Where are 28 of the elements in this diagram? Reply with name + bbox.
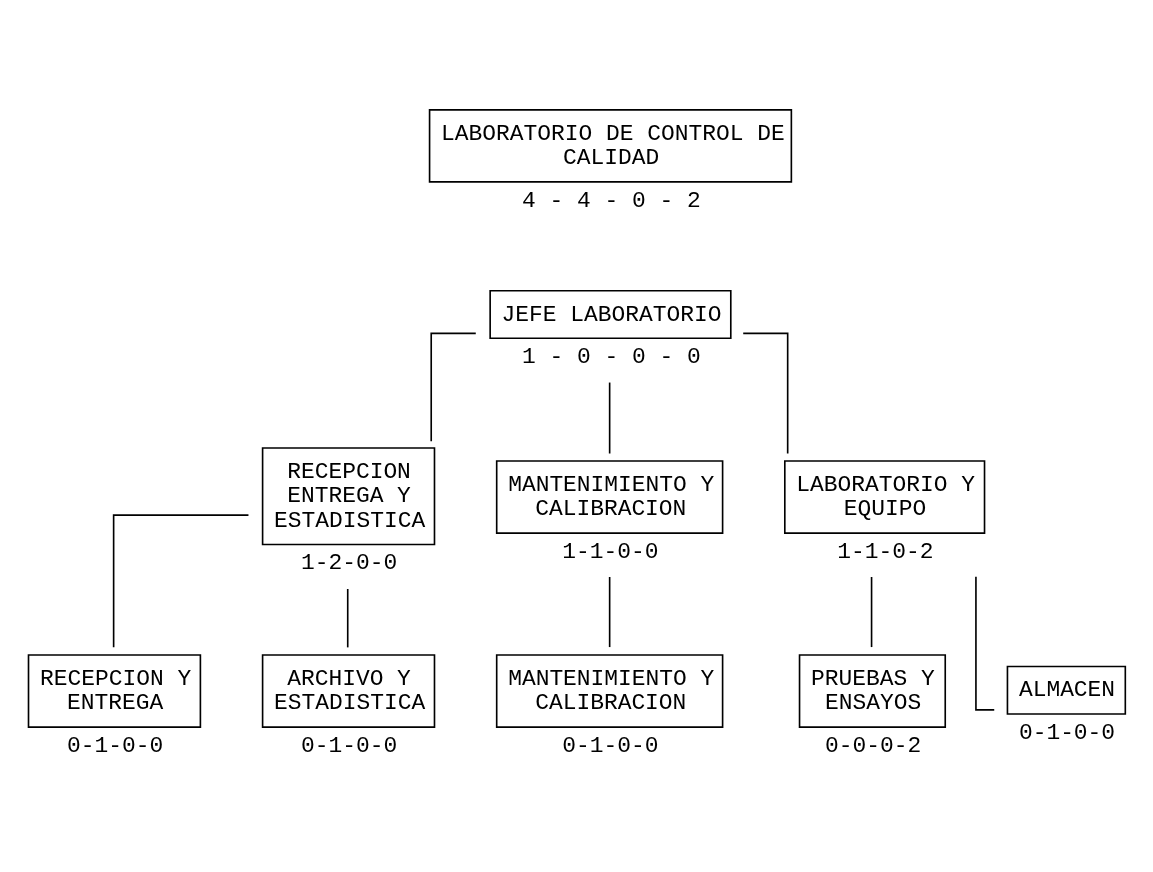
node-label: 0-1-0-0: [301, 732, 398, 759]
node-label: 1-1-0-2: [837, 538, 934, 565]
connector: [430, 332, 477, 442]
node-label: 1-2-0-0: [301, 549, 398, 576]
connector: [870, 575, 873, 648]
node-label: 4 - 4 - 0 - 2: [522, 187, 701, 214]
node-label: 1-1-0-0: [562, 538, 659, 565]
node-label: 1 - 0 - 0 - 0: [522, 343, 701, 370]
node-label: 0-1-0-0: [66, 732, 164, 759]
connector: [975, 575, 996, 711]
connector: [112, 513, 250, 648]
node-box: RECEPCION ENTREGA Y ESTADISTICA: [261, 446, 436, 545]
connector: [608, 381, 611, 454]
node-label: 0-1-0-0: [1018, 719, 1116, 746]
node-label: 0-0-0-2: [824, 732, 922, 759]
node-box: LABORATORIO Y EQUIPO: [784, 459, 986, 534]
node-box: JEFE LABORATORIO: [489, 289, 732, 339]
connector: [742, 332, 789, 454]
connector: [608, 575, 611, 648]
node-box: RECEPCION Y ENTREGA: [27, 653, 202, 728]
connector: [346, 587, 349, 648]
node-label: 0-1-0-0: [562, 732, 659, 759]
node-box: ARCHIVO Y ESTADISTICA: [261, 653, 436, 728]
node-box: PRUEBAS Y ENSAYOS: [798, 653, 947, 728]
node-box: LABORATORIO DE CONTROL DE CALIDAD: [428, 108, 793, 183]
node-box: MANTENIMIENTO Y CALIBRACION: [495, 459, 724, 534]
node-box: MANTENIMIENTO Y CALIBRACION: [495, 653, 724, 728]
node-box: ALMACEN: [1006, 665, 1127, 715]
